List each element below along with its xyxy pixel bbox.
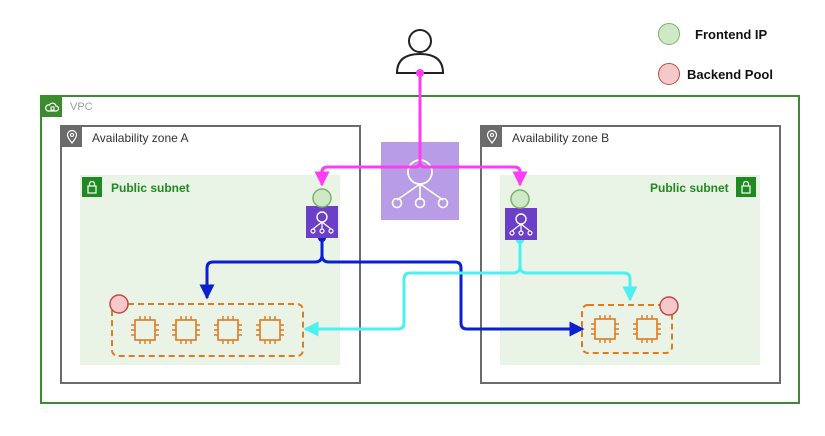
public-subnet-a [80,175,340,365]
public-subnet-a-label: Public subnet [111,181,190,195]
legend-frontend-ip-label: Frontend IP [695,27,768,42]
backend-pool-b-marker [659,296,679,316]
cloud-icon [42,97,62,117]
backend-pool-a [111,303,304,357]
legend-frontend-ip-marker [658,23,680,45]
ec2-instance-icon [591,315,619,343]
availability-zone-b [480,125,781,384]
lock-icon [736,177,756,197]
user-traffic-flow [314,73,528,187]
legend-backend-pool-label: Backend Pool [687,67,773,82]
legend-backend-pool-marker [658,63,680,85]
zone-b-traffic-flow [303,240,638,337]
location-pin-icon [62,127,82,147]
load-balancer-node-b [505,208,537,240]
user-connection-point [416,69,424,77]
backend-pool-a-marker [109,294,129,314]
lock-icon [82,177,102,197]
ec2-instance-icon [131,316,159,344]
public-subnet-b [500,175,760,365]
location-pin-icon [482,127,502,147]
availability-zone-a [60,125,361,384]
ec2-instance-icon [214,316,242,344]
ec2-instance-icon [256,316,284,344]
frontend-ip-a [312,188,332,208]
user-icon [395,29,445,74]
frontend-ip-b [510,189,530,209]
ec2-instance-icon [633,315,661,343]
backend-pool-b [581,304,673,354]
load-balancer-node-a [306,206,338,238]
zone-a-traffic-flow [199,238,585,337]
vpc-label: VPC [70,101,93,113]
availability-zone-a-label: Availability zone A [92,131,189,145]
availability-zone-b-label: Availability zone B [512,131,610,145]
ec2-instance-icon [172,316,200,344]
public-subnet-b-label: Public subnet [650,181,729,195]
